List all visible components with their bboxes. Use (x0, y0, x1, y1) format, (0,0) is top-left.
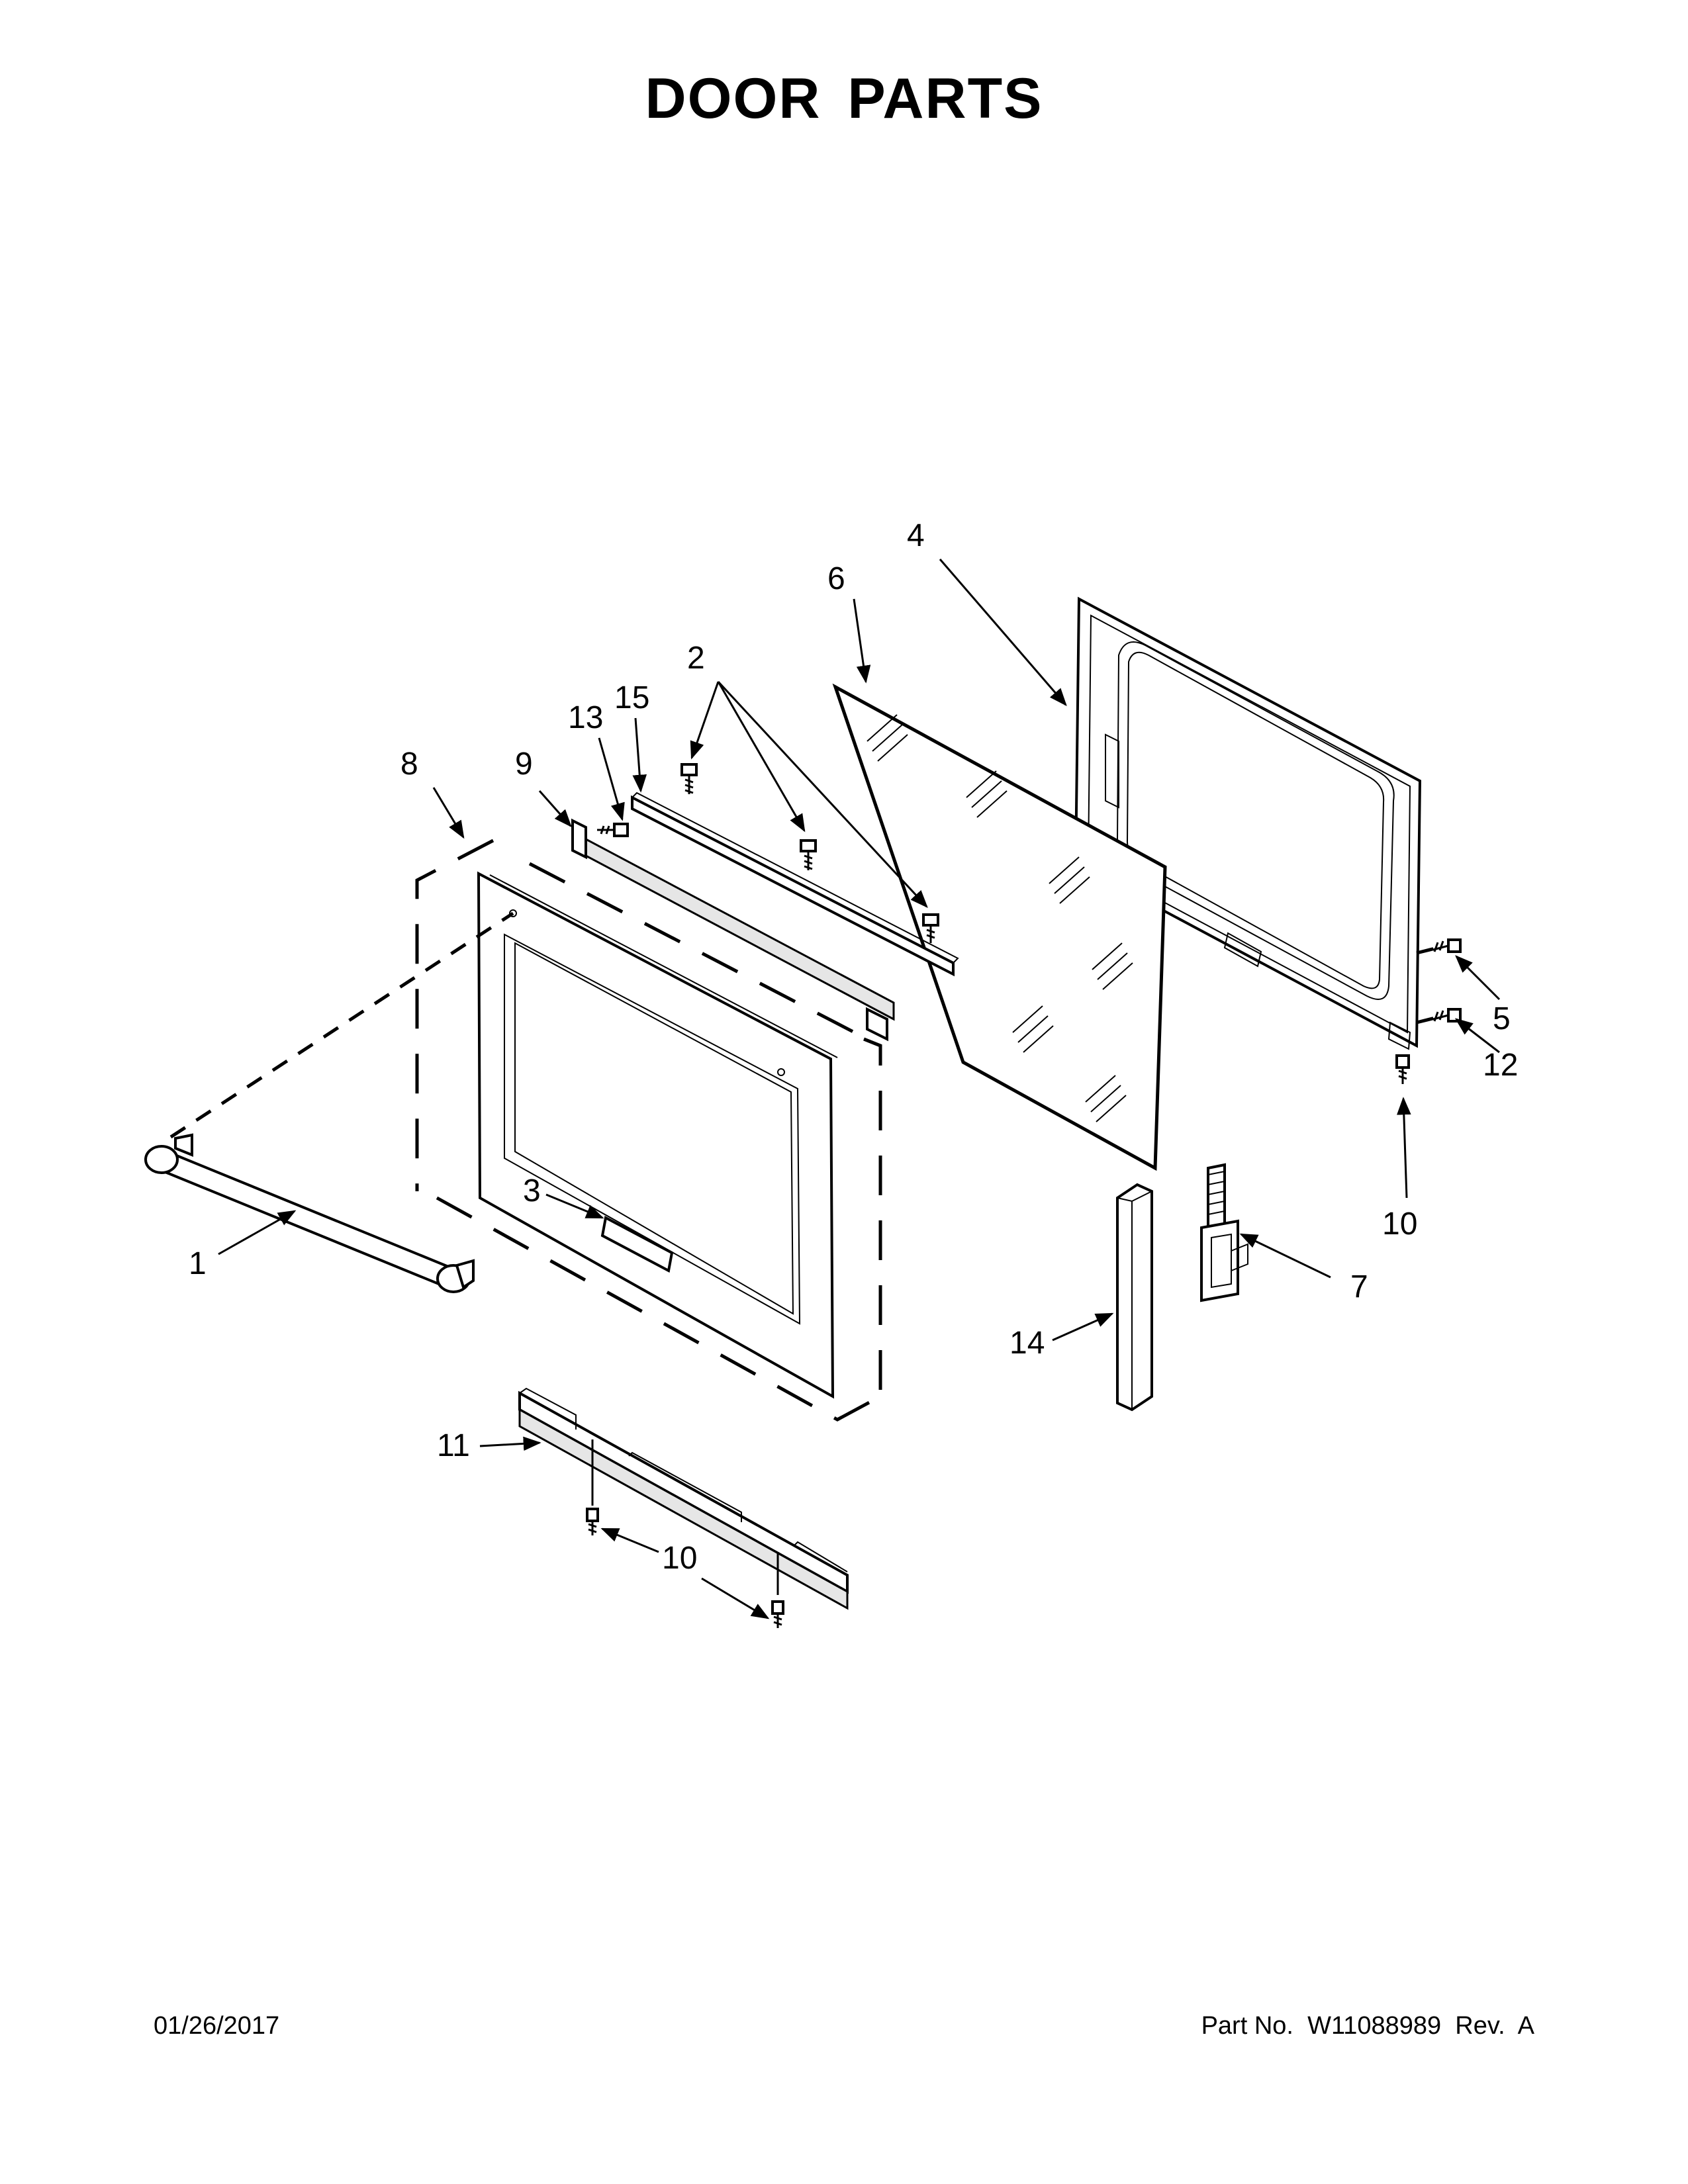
hinge-receptacle (1116, 1183, 1153, 1412)
door-bracket (571, 818, 895, 1042)
callout-13: 13 (568, 700, 603, 735)
screw-2a (680, 763, 698, 794)
bottom-trim-channel (518, 1387, 849, 1610)
callout-14: 14 (1009, 1326, 1045, 1361)
door-badge (600, 1215, 674, 1273)
door-handle (144, 911, 514, 1293)
screw-10-bottom-b (771, 1552, 784, 1628)
callout-11: 11 (437, 1428, 470, 1463)
callout-10-right: 10 (1382, 1206, 1417, 1242)
screw-10-hinge (1395, 1054, 1410, 1084)
screw-alignment-dashes (1416, 944, 1444, 1024)
screw-2b (800, 839, 817, 870)
footer-date: 01/26/2017 (154, 2012, 280, 2040)
callout-6: 6 (827, 561, 845, 596)
outer-door-panel (477, 871, 838, 1399)
top-trim-bar (631, 792, 959, 977)
callout-4: 4 (907, 518, 925, 553)
leader-arrows (218, 559, 1501, 1619)
screw-10-bottom-a (586, 1439, 599, 1535)
outer-door-dashed-outline (415, 839, 882, 1422)
callout-2: 2 (687, 641, 705, 676)
callout-9: 9 (515, 747, 533, 782)
callout-8: 8 (400, 747, 418, 782)
page-title: DOOR PARTS (645, 67, 1043, 130)
callout-7: 7 (1350, 1269, 1368, 1304)
callout-10-bottom: 10 (662, 1541, 697, 1576)
inner-door-frame (1074, 596, 1422, 1050)
screw-5 (1432, 938, 1462, 953)
door-glass-panel (832, 683, 1167, 1171)
callout-5: 5 (1493, 1001, 1511, 1036)
door-hinge (1200, 1163, 1248, 1302)
callout-15: 15 (614, 680, 649, 715)
callout-1: 1 (189, 1246, 207, 1281)
footer-part-number: Part No. W11088989 Rev. A (1201, 2012, 1534, 2040)
callout-12: 12 (1483, 1048, 1518, 1083)
callout-3: 3 (523, 1173, 541, 1208)
screw-12 (1432, 1008, 1462, 1023)
screw-13 (597, 823, 629, 837)
screw-2c (922, 913, 939, 943)
